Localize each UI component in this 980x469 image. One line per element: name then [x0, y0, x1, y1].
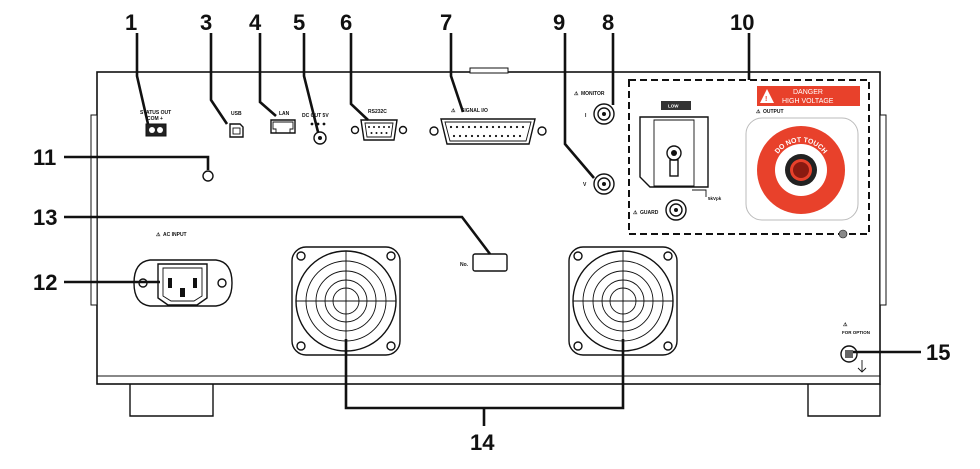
monitor-v-bnc [593, 173, 615, 195]
callout-12: 12 [33, 270, 57, 295]
callout-3: 3 [200, 10, 212, 35]
monitor-terminals: ⚠ MONITOR I V [574, 91, 615, 195]
usb-port: USB [229, 111, 244, 138]
indicator-hole [202, 170, 214, 182]
right-side-rail [879, 114, 887, 306]
callout-9: 9 [553, 10, 565, 35]
callout-13: 13 [33, 205, 57, 230]
callout-5: 5 [293, 10, 305, 35]
status-out-connector: STATUS OUT COM + [140, 110, 171, 137]
danger-line2: HIGH VOLTAGE [782, 98, 834, 105]
callout-14: 14 [470, 430, 495, 455]
ground-screw [838, 229, 848, 239]
callout-7: 7 [440, 10, 452, 35]
lan-label: LAN [279, 111, 290, 117]
danger-high-voltage-label: ! DANGER HIGH VOLTAGE [757, 86, 860, 106]
leader-lines [64, 33, 921, 426]
right-foot [807, 384, 881, 417]
top-handle-slot [469, 67, 509, 74]
svg-text:⚠: ⚠ [156, 232, 161, 238]
dc-out-label: DC OUT 5V [302, 113, 329, 119]
left-foot [129, 384, 214, 417]
callout-1: 1 [125, 10, 137, 35]
monitor-i-bnc [593, 103, 615, 125]
callout-10: 10 [730, 10, 754, 35]
hv-output-connector: DO NOT TOUCH [745, 117, 859, 221]
for-option-label: FOR OPTION [842, 330, 870, 335]
svg-text:!: ! [765, 96, 767, 103]
left-side-rail [90, 114, 98, 306]
signal-io-port: SIGNAL I/O ⚠ [429, 108, 547, 145]
rs232c-port: RS232C [350, 109, 408, 141]
svg-text:⚠: ⚠ [843, 322, 848, 328]
svg-text:⚠: ⚠ [633, 210, 638, 216]
callout-8: 8 [602, 10, 614, 35]
option-connector: ⚠ FOR OPTION [840, 322, 870, 373]
svg-text:⚠: ⚠ [574, 91, 579, 97]
low-label: LOW [668, 104, 679, 109]
no-label: No. [460, 262, 469, 268]
monitor-i-label: I [585, 113, 587, 119]
monitor-label: MONITOR [581, 91, 605, 97]
callout-15: 15 [926, 340, 950, 365]
callout-numbers: 1 3 4 5 6 7 9 8 10 11 13 12 14 15 [33, 10, 950, 455]
rs232c-label: RS232C [368, 109, 387, 115]
dc-out-jack: DC OUT 5V [302, 113, 329, 145]
guard-label: GUARD [640, 210, 659, 216]
callout-11: 11 [33, 145, 56, 170]
status-out-label: STATUS OUT [140, 110, 171, 116]
lan-port: LAN [270, 111, 296, 134]
status-out-pins-label: COM + [147, 116, 163, 122]
monitor-v-label: V [583, 182, 587, 188]
svg-text:⚠: ⚠ [756, 109, 761, 115]
high-voltage-output-area [628, 79, 870, 235]
low-terminal-block: LOW 5kVpk [639, 101, 722, 201]
ground-rating-label: 5kVpk [708, 196, 722, 201]
guard-terminal: ⚠ GUARD [633, 199, 687, 221]
ac-input-label: AC INPUT [163, 232, 187, 238]
danger-line1: DANGER [793, 89, 823, 96]
callout-4: 4 [249, 10, 262, 35]
signal-io-label: SIGNAL I/O [461, 108, 488, 114]
output-label: OUTPUT [763, 109, 784, 115]
usb-label: USB [231, 111, 242, 117]
svg-text:⚠: ⚠ [451, 108, 456, 114]
callout-6: 6 [340, 10, 352, 35]
